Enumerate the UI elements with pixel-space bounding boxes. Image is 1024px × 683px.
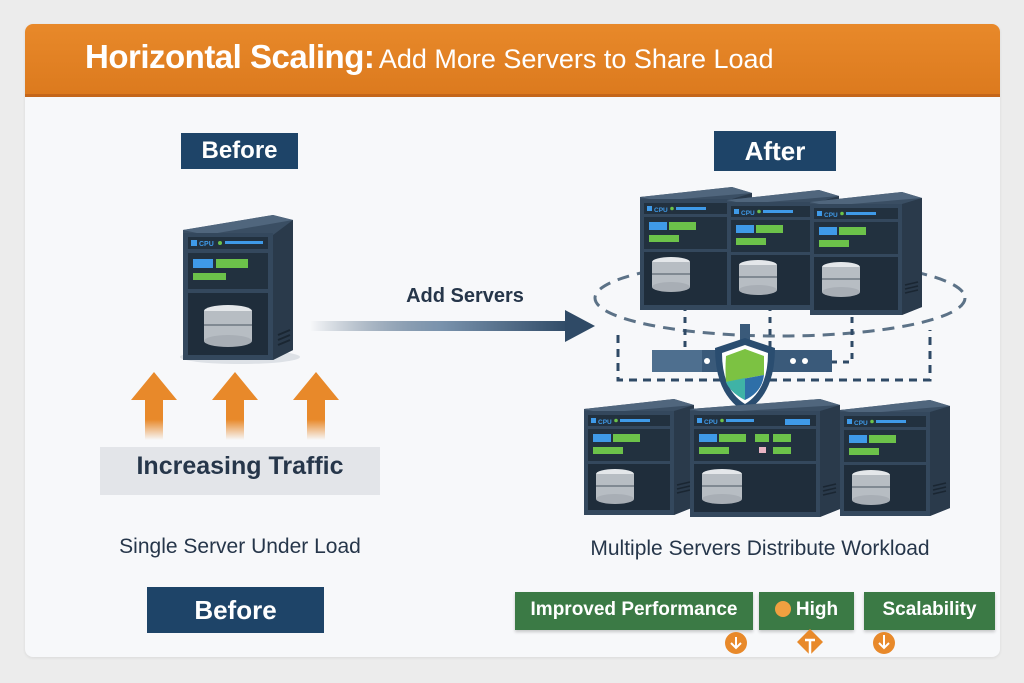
add-servers-label: Add Servers — [406, 285, 524, 307]
tag-improved-performance: Improved Performance — [515, 592, 753, 630]
cpu-badge: CPU — [741, 210, 755, 217]
dot-icon — [774, 601, 791, 617]
traffic-arrow-icon — [293, 372, 339, 440]
title-sub: Add More Servers to Share Load — [378, 44, 774, 74]
cpu-badge: CPU — [654, 207, 668, 214]
shield-icon — [715, 338, 775, 412]
tag-scalability: Scalability — [864, 592, 995, 630]
title-banner: Horizontal Scaling: Add More Servers to … — [25, 24, 1000, 97]
traffic-label: Increasing Traffic — [136, 452, 344, 480]
server-icon: CPU — [584, 399, 694, 515]
down-arrow-badge-icon — [725, 632, 747, 654]
server-icon: CPU — [690, 399, 840, 517]
before-caption: Single Server Under Load — [119, 535, 361, 558]
server-icon: CPU — [810, 192, 922, 315]
after-top-label: After — [714, 131, 836, 171]
add-servers-arrow-icon — [310, 310, 595, 342]
traffic-label-box — [100, 447, 380, 495]
traffic-arrow-icon — [212, 372, 258, 440]
after-caption: Multiple Servers Distribute Workload — [590, 537, 930, 560]
before-bottom-label: Before — [147, 587, 324, 633]
up-diamond-badge-icon — [797, 629, 823, 655]
traffic-arrow-icon — [131, 372, 177, 440]
load-balancer-icon — [652, 324, 832, 412]
single-server-icon: CPU — [180, 215, 300, 364]
cpu-badge: CPU — [854, 420, 868, 427]
cpu-badge: CPU — [824, 212, 838, 219]
tag-high-label: High — [795, 599, 839, 620]
title-main: Horizontal Scaling: — [85, 38, 375, 75]
tag-high: High — [759, 592, 854, 630]
page-title: Horizontal Scaling: Add More Servers to … — [85, 38, 774, 76]
cpu-badge: CPU — [199, 241, 214, 248]
server-icon: CPU — [640, 187, 752, 310]
before-top-label: Before — [181, 133, 298, 169]
server-icon: CPU — [840, 400, 950, 516]
cpu-badge: CPU — [704, 419, 718, 426]
cpu-badge: CPU — [598, 419, 612, 426]
down-arrow-badge-icon — [873, 632, 895, 654]
